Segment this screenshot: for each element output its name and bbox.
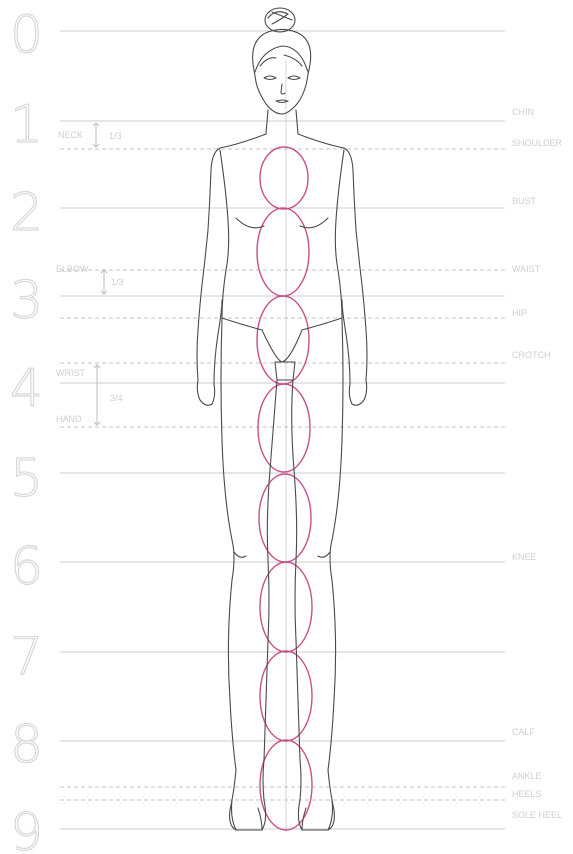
head-oval-6: [259, 474, 311, 562]
hair-bun-swirl: [268, 12, 292, 24]
mouth: [276, 100, 288, 103]
label-heels: HEELS: [512, 789, 542, 799]
left-shoe: [232, 800, 263, 830]
knee-marks: [234, 552, 330, 557]
label-crotch: CROTCH: [512, 350, 551, 360]
numeral-4: 4: [10, 359, 43, 419]
label-ankle: ANKLE: [512, 771, 542, 781]
head-oval-3: [257, 208, 309, 296]
briefs: [222, 318, 342, 362]
neck-dimension-arrow: [93, 123, 99, 147]
label-waist: WAIST: [512, 264, 541, 274]
elbow-dimension-arrow: [101, 270, 107, 294]
label-neck: NECK: [58, 130, 83, 140]
right-labels: CHIN SHOULDER BUST WAIST HIP CROTCH KNEE…: [512, 107, 563, 820]
numeral-7: 7: [10, 627, 43, 687]
label-bust: BUST: [512, 196, 537, 206]
dim-elbow: 1/3: [111, 277, 124, 287]
left-labels: NECK ELBOW WRIST HAND 1/3 1/3 3/4: [56, 123, 124, 425]
hand-dimension-arrow: [94, 365, 100, 425]
numeral-5: 5: [10, 449, 43, 509]
numeral-1: 1: [10, 95, 43, 155]
numeral-8: 8: [10, 715, 43, 775]
head-oval-5: [258, 384, 310, 472]
body-sides: [220, 150, 344, 318]
crotch-block: [275, 362, 295, 380]
label-chin: CHIN: [512, 107, 534, 117]
hair-fringe: [255, 46, 308, 72]
head-oval-2: [260, 147, 308, 209]
dim-neck: 1/3: [109, 131, 122, 141]
label-knee: KNEE: [512, 552, 537, 562]
head-count-numerals: 0 1 2 3 4 5 6 7 8 9: [10, 5, 43, 854]
numeral-2: 2: [10, 183, 43, 243]
numeral-3: 3: [10, 271, 43, 331]
guide-lines: [60, 31, 505, 829]
left-eye: [264, 76, 276, 80]
label-calf: CALF: [512, 727, 536, 737]
left-leg: [221, 318, 277, 830]
label-hand: HAND: [56, 414, 82, 424]
label-elbow: ELBOW: [56, 264, 89, 274]
numeral-6: 6: [10, 537, 43, 597]
dim-hand: 3/4: [110, 393, 123, 403]
nose: [281, 84, 285, 94]
numeral-0: 0: [10, 5, 43, 65]
fashion-figure: [197, 8, 367, 830]
label-sole: SOLE HEEL: [512, 810, 562, 820]
right-leg: [292, 318, 343, 830]
head-oval-4: [257, 296, 309, 384]
label-shoulder: SHOULDER: [512, 138, 563, 148]
numeral-9: 9: [10, 803, 43, 854]
right-eye: [288, 76, 300, 80]
bust-lines: [236, 218, 328, 228]
label-wrist: WRIST: [56, 368, 85, 378]
right-shoe: [302, 800, 333, 830]
head-outline: [253, 29, 311, 114]
label-hip: HIP: [512, 308, 527, 318]
